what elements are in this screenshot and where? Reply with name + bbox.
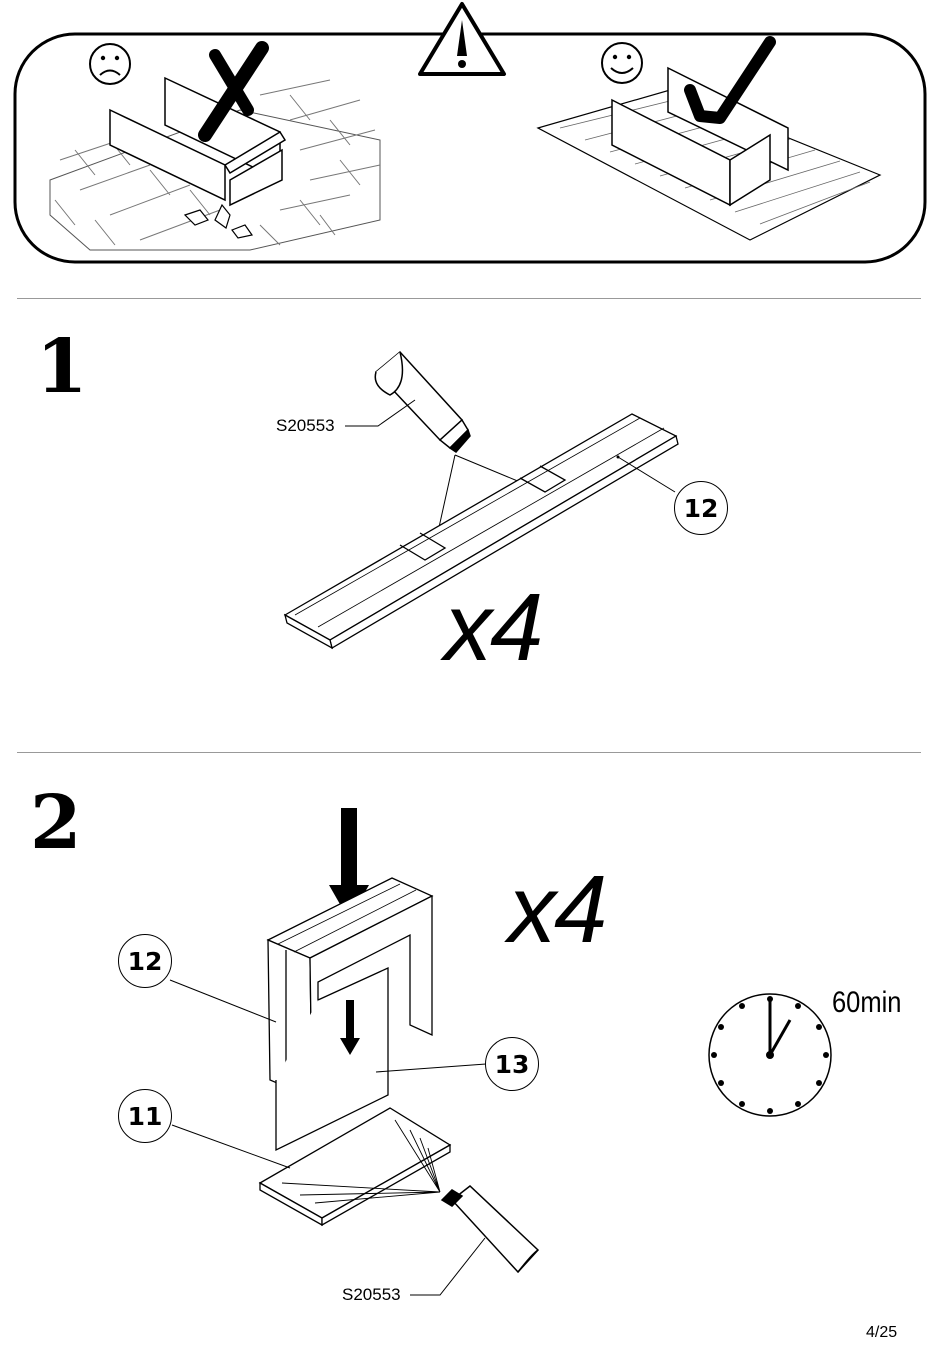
quantity-label: x4 xyxy=(508,862,605,958)
glue-tube-icon xyxy=(442,1186,538,1272)
clock-icon xyxy=(709,994,831,1116)
drying-time-label: 60min xyxy=(832,986,901,1020)
part-number-12: 12 xyxy=(118,934,172,988)
page-number: 4/25 xyxy=(866,1324,897,1342)
glue-code-label: S20553 xyxy=(342,1285,401,1305)
part-number-11: 11 xyxy=(118,1089,172,1143)
part-number-13: 13 xyxy=(485,1037,539,1091)
